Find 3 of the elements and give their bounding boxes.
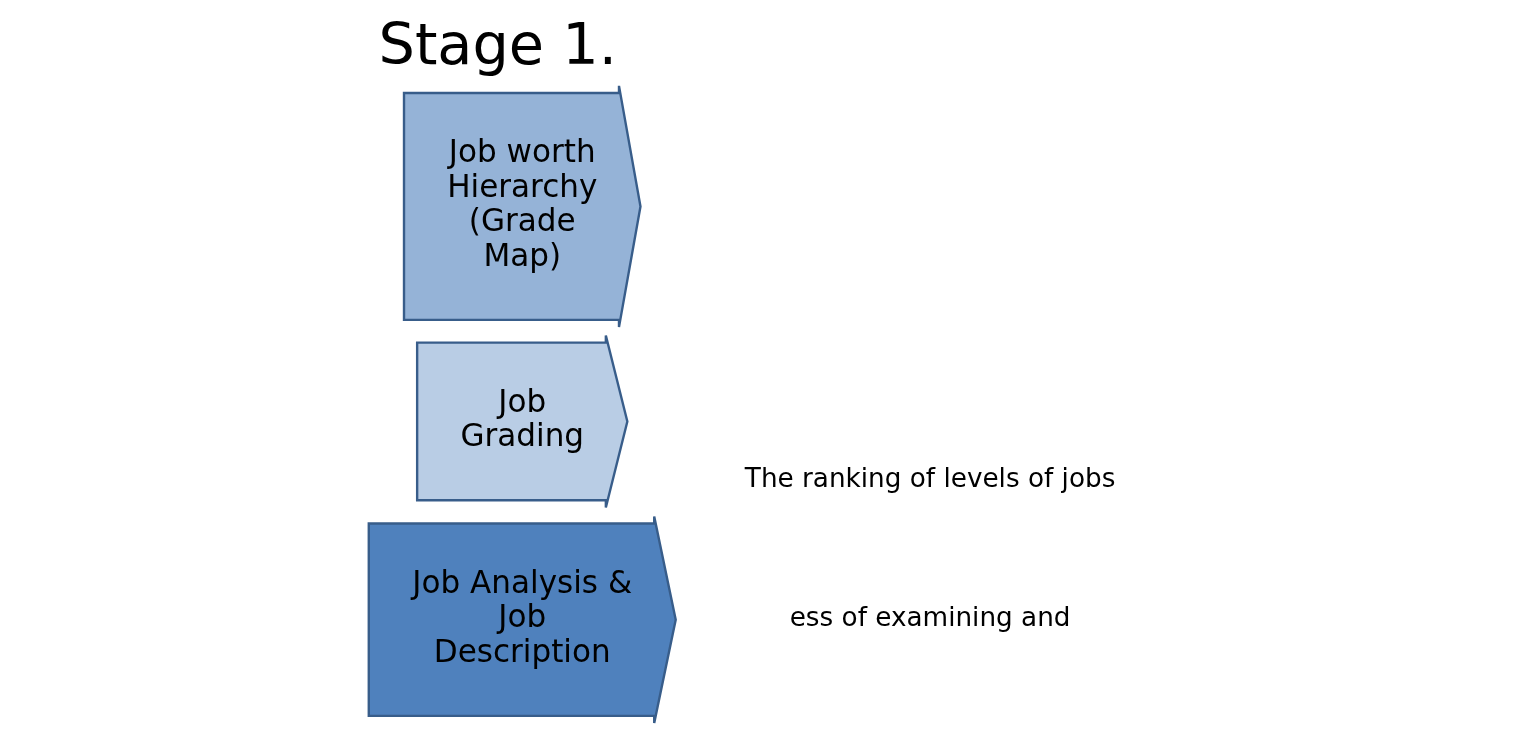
label: The ranking of levels of jobs	[744, 462, 1115, 493]
label: ess of examining and	[789, 602, 1071, 633]
diagram-title: Stage 1.	[378, 10, 617, 78]
